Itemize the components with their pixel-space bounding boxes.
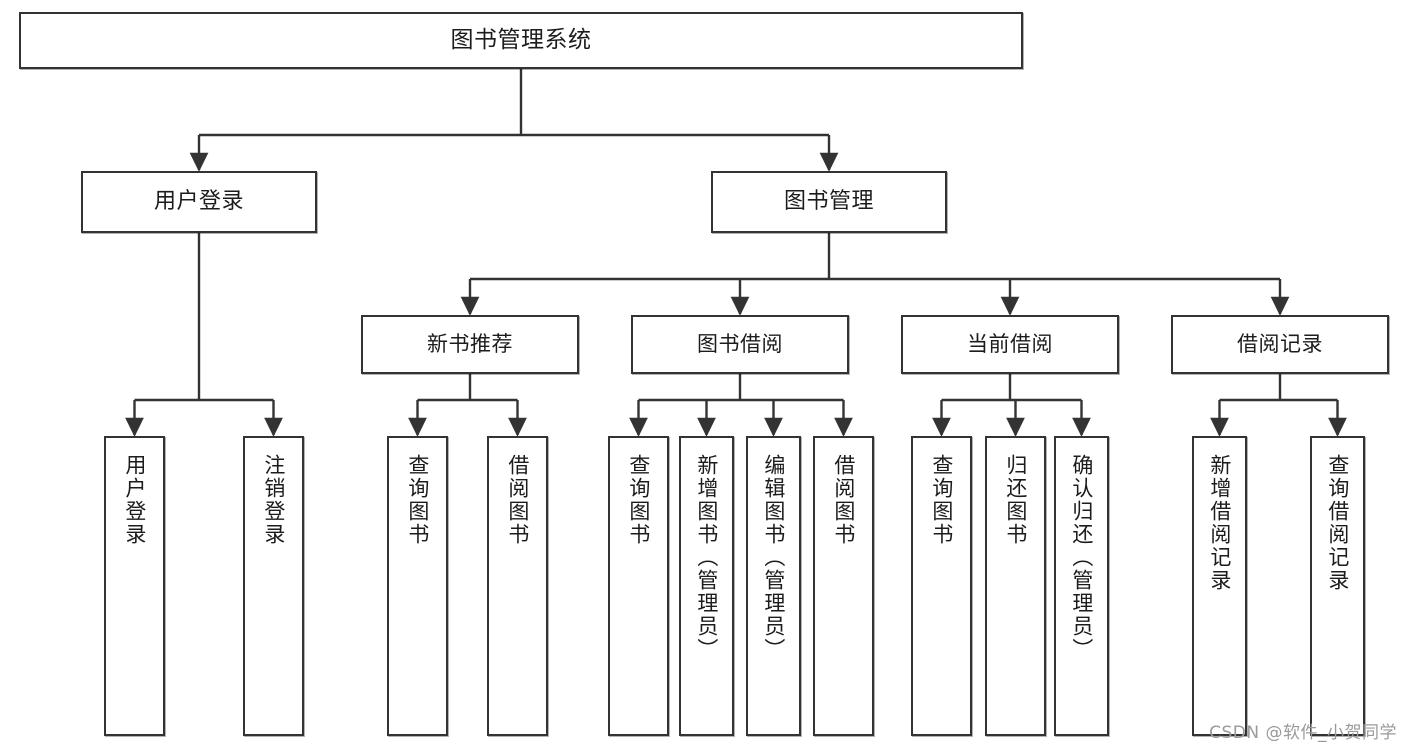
node-user-login[interactable]: 用户登录 [81,171,317,233]
node-label: 查询图书 [626,454,651,546]
node-label: 借阅图书 [505,454,530,546]
node-label: 查询图书 [405,454,430,546]
node-leaf-edit-book-admin[interactable]: 编辑图书（管理员） [746,436,801,736]
node-leaf-query-book-recommend[interactable]: 查询图书 [387,436,448,736]
node-label: 新增图书（管理员） [694,454,719,661]
node-label: 注销登录 [261,454,286,546]
node-leaf-borrow-book[interactable]: 借阅图书 [813,436,874,736]
node-label: 图书管理 [783,188,874,214]
node-new-book-recommend[interactable]: 新书推荐 [361,315,579,374]
node-leaf-logout[interactable]: 注销登录 [243,436,304,736]
node-label: 用户登录 [122,454,147,546]
node-label: 查询图书 [929,454,954,546]
node-label: 借阅记录 [1237,332,1323,357]
node-leaf-borrow-book-recommend[interactable]: 借阅图书 [487,436,548,736]
node-label: 图书借阅 [697,332,783,357]
node-book-borrow[interactable]: 图书借阅 [631,315,849,374]
node-label: 确认归还（管理员） [1069,454,1094,661]
node-book-management[interactable]: 图书管理 [711,171,947,233]
node-leaf-query-book-current[interactable]: 查询图书 [911,436,972,736]
node-leaf-add-borrow-record[interactable]: 新增借阅记录 [1192,436,1247,736]
node-label: 查询借阅记录 [1325,454,1350,592]
node-borrow-record[interactable]: 借阅记录 [1171,315,1389,374]
node-label: 归还图书 [1003,454,1028,546]
node-label: 用户登录 [153,188,244,214]
watermark-text: CSDN @软件_小贺同学 [1209,723,1397,743]
node-label: 新书推荐 [427,332,513,357]
node-label: 借阅图书 [831,454,856,546]
node-label: 图书管理系统 [450,26,592,53]
node-root[interactable]: 图书管理系统 [19,12,1023,69]
connector-edges [125,69,1347,437]
node-leaf-add-book-admin[interactable]: 新增图书（管理员） [679,436,734,736]
node-current-borrow[interactable]: 当前借阅 [901,315,1119,374]
node-label: 新增借阅记录 [1207,454,1232,592]
node-leaf-user-login[interactable]: 用户登录 [104,436,165,736]
node-leaf-query-borrow-record[interactable]: 查询借阅记录 [1310,436,1365,736]
node-leaf-confirm-return-admin[interactable]: 确认归还（管理员） [1054,436,1109,736]
node-label: 编辑图书（管理员） [761,454,786,661]
node-leaf-query-book-borrow[interactable]: 查询图书 [608,436,669,736]
node-leaf-return-book[interactable]: 归还图书 [985,436,1046,736]
node-label: 当前借阅 [967,332,1053,357]
